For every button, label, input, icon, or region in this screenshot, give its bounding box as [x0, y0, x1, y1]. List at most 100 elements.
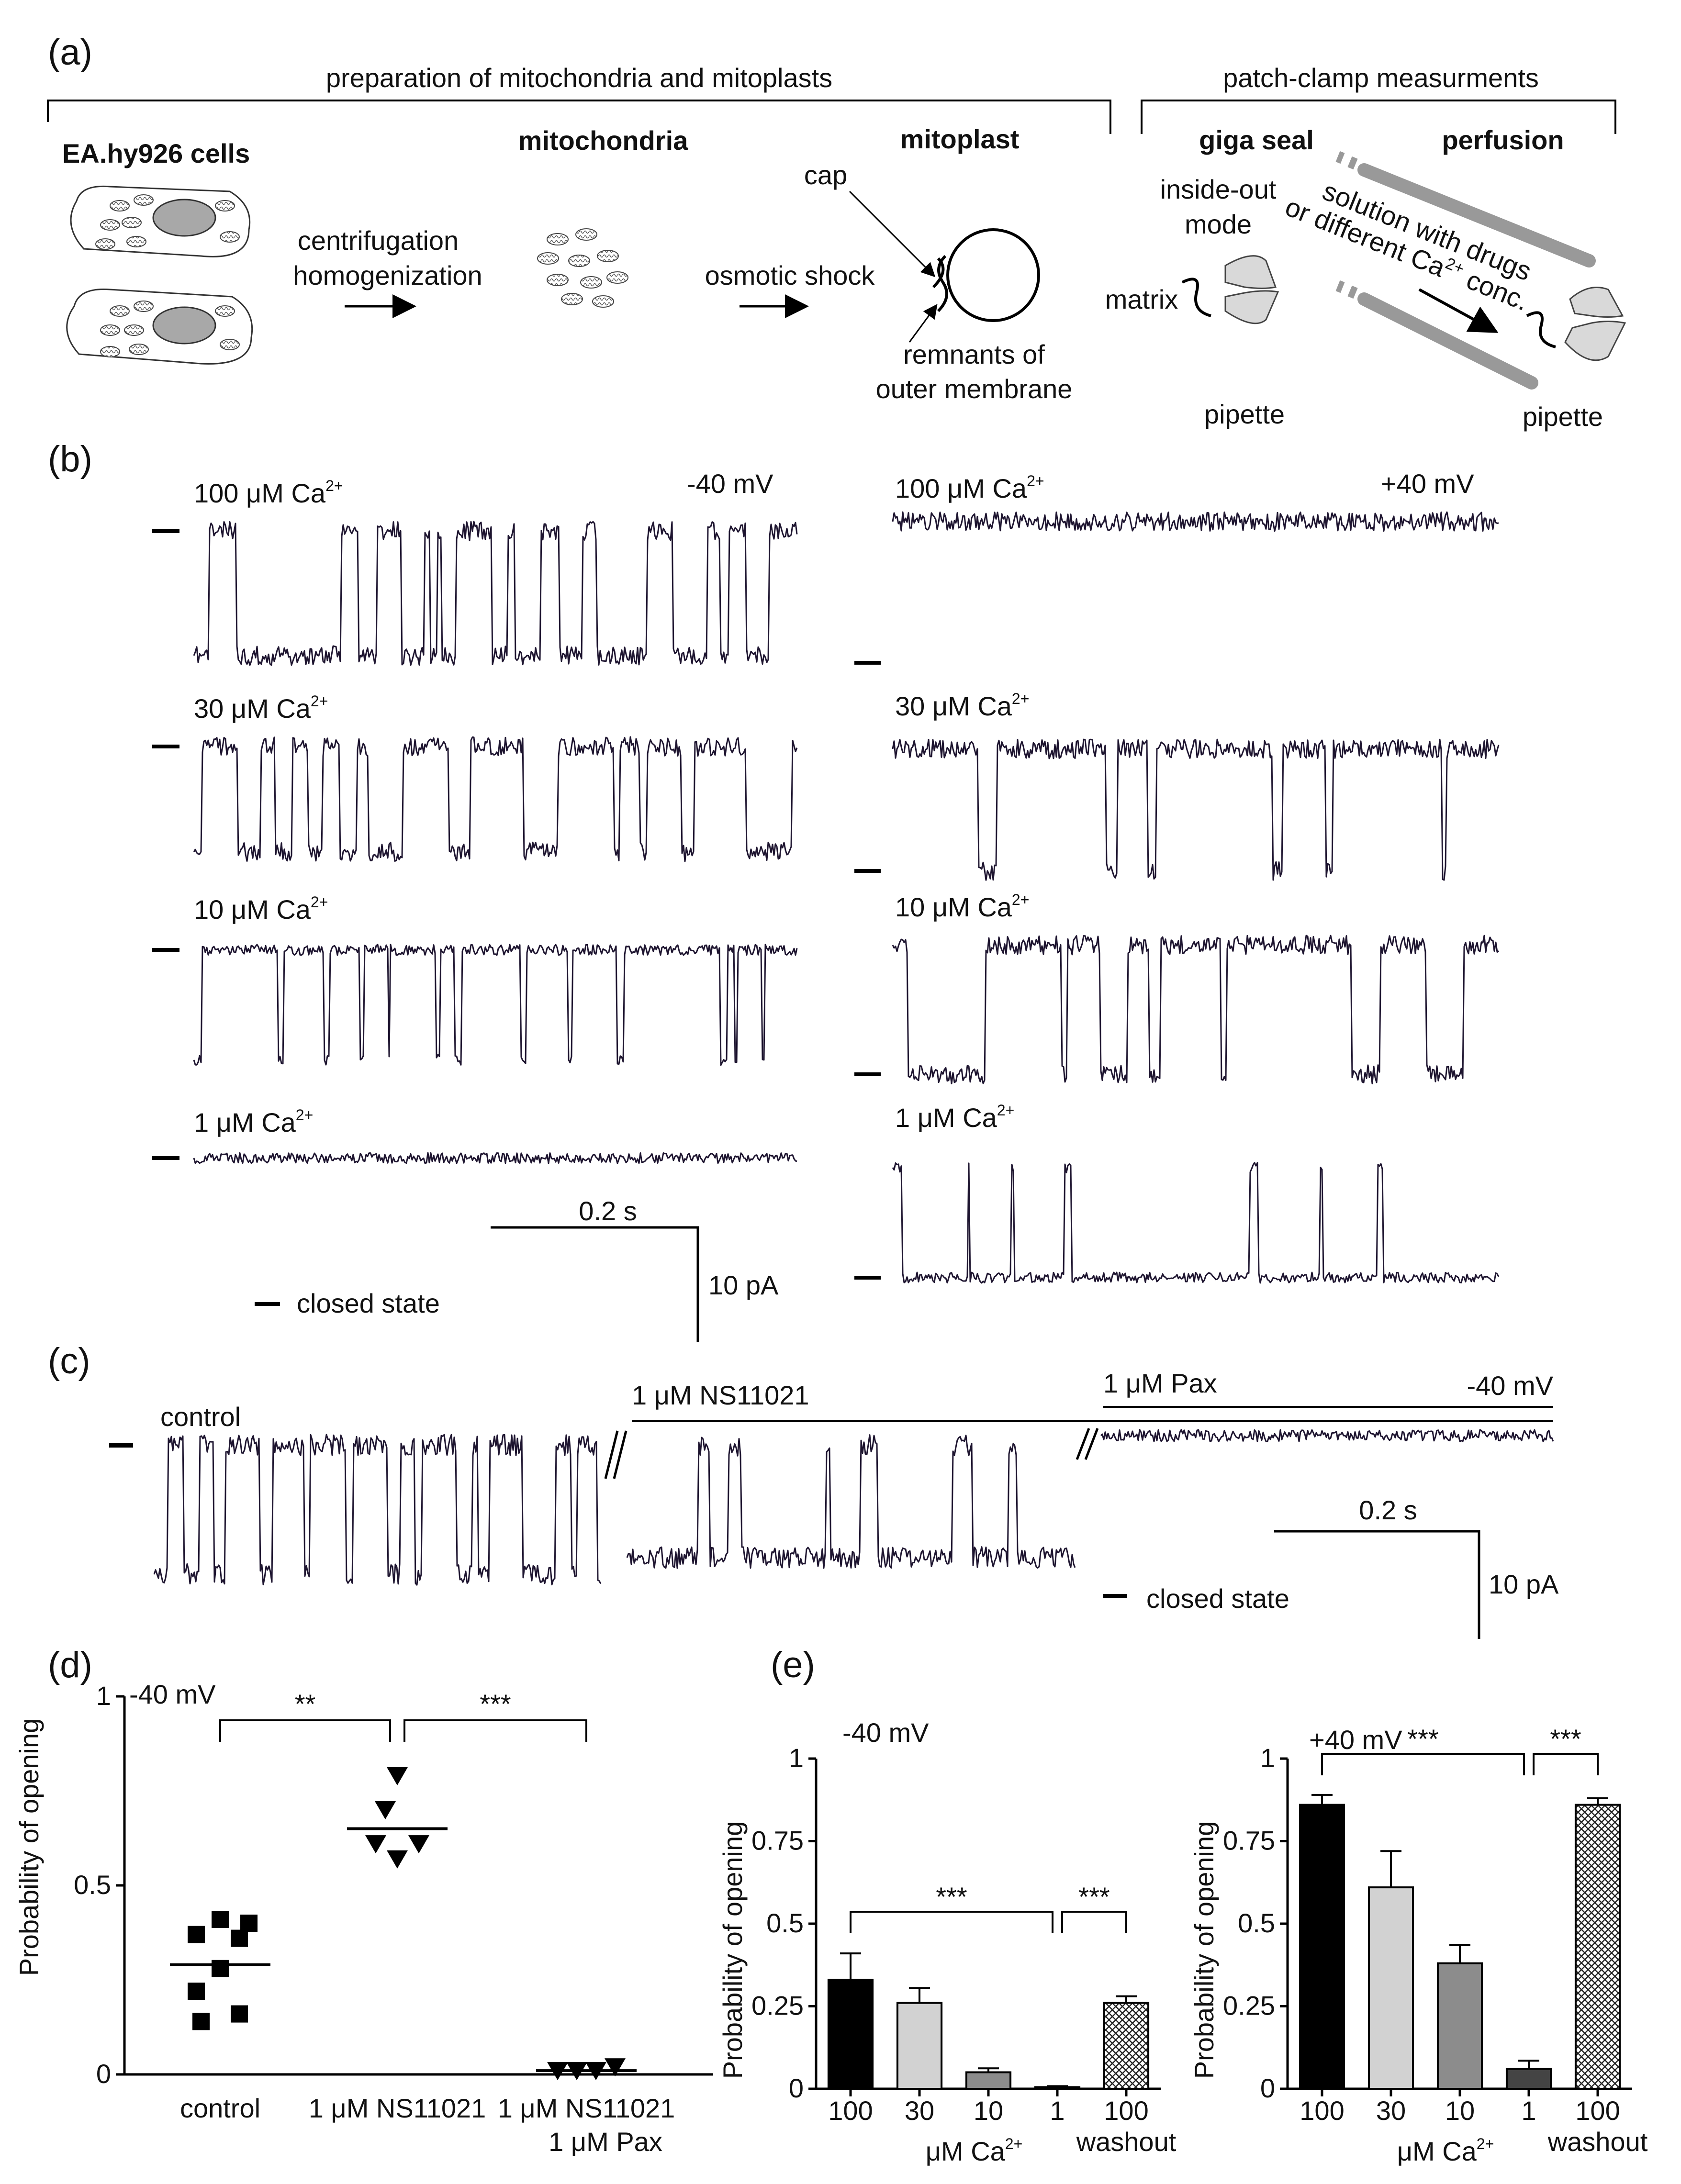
bar-sig-label: *** — [1078, 1882, 1109, 1912]
trace-control — [153, 1434, 602, 1586]
panel-e-right-ylabel: Probability of opening — [1189, 1821, 1219, 2079]
scale-current-c: 10 pA — [1489, 1569, 1559, 1599]
remnants-line2: outer membrane — [876, 374, 1073, 404]
trace-pax — [1100, 1429, 1554, 1442]
panel-c-letter: (c) — [48, 1341, 90, 1382]
bar — [1574, 1804, 1621, 2090]
scale-time-b: 0.2 s — [579, 1196, 637, 1226]
inside-out-line2: mode — [1185, 209, 1252, 239]
bar — [827, 1979, 874, 2090]
bar — [1299, 1804, 1345, 2090]
control-label: control — [160, 1402, 241, 1432]
bar-sig-bracket — [850, 1911, 1053, 1933]
pipette-left-drawing — [1181, 255, 1279, 324]
panel-d-xtick-label-line2: 1 μM Pax — [549, 2127, 662, 2157]
panel-b-letter: (b) — [48, 439, 92, 479]
trace-right-1 — [892, 1162, 1500, 1284]
pipette-right-drawing — [1526, 287, 1626, 361]
pax-label: 1 μM Pax — [1103, 1368, 1217, 1398]
bar-ytick-label: 1 — [1260, 1743, 1275, 1773]
left-label-100: 100 μM Ca2+ — [194, 477, 343, 508]
bar-ytick-label: 0.25 — [1223, 1991, 1275, 2021]
panel-d-point-square — [188, 1983, 205, 2000]
remnants-line1: remnants of — [903, 339, 1045, 369]
mito-label: mitochondria — [518, 125, 689, 156]
bar-xtick-label: 100 — [1104, 2095, 1148, 2126]
bar — [1436, 1962, 1483, 2090]
break-marks-c — [604, 1428, 1099, 1479]
bar — [1367, 1886, 1414, 2090]
left-label-1: 1 μM Ca2+ — [194, 1106, 313, 1137]
panel-d-point-triangle — [408, 1835, 429, 1854]
panel-d-voltage: -40 mV — [129, 1679, 216, 1709]
perfusion-channel — [1335, 151, 1596, 390]
bar-ytick-label: 0.5 — [1238, 1908, 1275, 1938]
panel-d-ytick-label: 0.5 — [74, 1870, 111, 1900]
bar-ytick-label: 0.25 — [751, 1991, 804, 2021]
panel-d-sig-label: *** — [480, 1689, 511, 1719]
closed-state-legend-b: closed state — [297, 1288, 440, 1318]
panel-e-right-voltage: +40 mV — [1309, 1725, 1402, 1755]
bar-sig-bracket — [1061, 1911, 1127, 1933]
bar-sig-label: *** — [936, 1882, 967, 1912]
trace-right-100 — [892, 511, 1499, 532]
trace-left-10 — [193, 944, 798, 1066]
closed-state-markers-b — [152, 529, 881, 1280]
panel-d-letter: (d) — [48, 1645, 92, 1685]
bar-sig-label: *** — [1550, 1724, 1581, 1754]
panel-d: (d) -40 mV Probability of opening 00.51c… — [14, 1645, 713, 2157]
bar — [965, 2071, 1012, 2090]
step2-label: osmotic shock — [705, 260, 875, 290]
panel-d-ytick-label: 1 — [96, 1681, 111, 1711]
bar-washout-label: washout — [1547, 2127, 1648, 2157]
left-label-10: 10 μM Ca2+ — [194, 893, 328, 925]
patch-bracket — [1141, 100, 1616, 134]
panel-c: (c) control 1 μM NS11021 1 μM Pax -40 mV… — [48, 1341, 1559, 1639]
bar — [1034, 2086, 1081, 2090]
pipette-right-label: pipette — [1523, 401, 1603, 432]
trace-left-1 — [193, 1152, 797, 1164]
bar-ytick-label: 0.75 — [751, 1826, 804, 1856]
right-label-100: 100 μM Ca2+ — [895, 472, 1044, 503]
scale-current-b: 10 pA — [708, 1270, 779, 1300]
bar — [896, 2002, 943, 2090]
trace-left-100 — [193, 521, 798, 666]
bar-xtick-label: 30 — [905, 2095, 934, 2126]
cap-arrow — [849, 190, 936, 278]
right-label-30: 30 μM Ca2+ — [895, 690, 1029, 721]
panel-d-point-square — [231, 2005, 248, 2023]
panel-d-point-square — [231, 1929, 248, 1947]
bar-ytick-label: 0.5 — [766, 1908, 804, 1938]
scale-time-c: 0.2 s — [1359, 1495, 1417, 1525]
bar-xtick-label: 1 — [1521, 2095, 1536, 2126]
trace-right-30 — [892, 738, 1500, 881]
bar-sig-bracket — [1533, 1753, 1599, 1775]
panel-d-ytick-label: 0 — [96, 2059, 111, 2089]
bar-ytick-label: 0 — [789, 2073, 804, 2103]
bar-sig-bracket — [1321, 1753, 1525, 1775]
step1-line2: homogenization — [293, 260, 482, 290]
bar-xtick-label: 100 — [1575, 2095, 1620, 2126]
panel-d-point-square — [212, 1960, 229, 1977]
bar-washout-label: washout — [1076, 2127, 1177, 2157]
inside-out-line1: inside-out — [1160, 174, 1277, 204]
bar — [1505, 2068, 1552, 2090]
bar-xtick-label: 1 — [1050, 2095, 1065, 2126]
bar-xtick-label: 100 — [828, 2095, 873, 2126]
panel-a: (a) preparation of mitochondria and mito… — [47, 32, 1626, 432]
bar-xtick-label: 100 — [1300, 2095, 1344, 2126]
perfusion-label: perfusion — [1442, 125, 1564, 155]
left-voltage: -40 mV — [687, 468, 773, 499]
scale-bar-c — [1274, 1530, 1480, 1639]
ns-label: 1 μM NS11021 — [632, 1380, 809, 1410]
panel-a-letter: (a) — [48, 32, 92, 73]
bar-ytick-label: 0 — [1260, 2073, 1275, 2103]
panel-d-point-triangle — [375, 1801, 396, 1819]
right-voltage: +40 mV — [1381, 468, 1474, 499]
panel-d-xtick-label: control — [180, 2093, 260, 2123]
right-label-10: 10 μM Ca2+ — [895, 891, 1029, 922]
